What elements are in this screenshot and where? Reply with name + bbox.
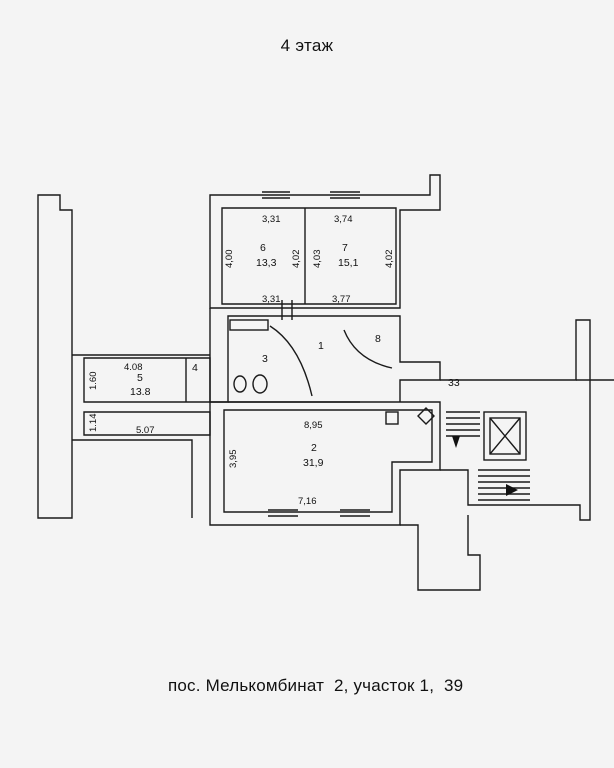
toilet xyxy=(233,375,247,393)
window-6 xyxy=(262,191,290,199)
wall-room-2 xyxy=(209,401,441,526)
room-2-area: 31,9 xyxy=(303,457,324,469)
room-6-dim-bottom: 3,31 xyxy=(262,294,281,305)
room-6-dim-right: 4,02 xyxy=(291,250,302,269)
room-5-dim-top: 4.08 xyxy=(124,362,143,373)
wall-left-outer xyxy=(37,194,73,519)
arrow-down-icon xyxy=(452,436,460,448)
room-5-number: 5 xyxy=(137,372,143,384)
wall-left-bottom xyxy=(72,439,193,518)
room-5-area: 13.8 xyxy=(130,386,151,398)
floor-title: 4 этаж xyxy=(280,36,334,55)
door-6-7 xyxy=(281,300,293,320)
room-1-number: 1 xyxy=(318,340,324,352)
room-3-number: 3 xyxy=(262,353,268,365)
elevator-cross xyxy=(489,417,521,455)
kitchen-stove xyxy=(385,411,399,425)
window-2b xyxy=(340,509,370,517)
room-2-dim-top: 8,95 xyxy=(304,420,323,431)
wall-right-block xyxy=(440,319,591,521)
window-2a xyxy=(268,509,298,517)
door-arc-8 xyxy=(343,329,393,369)
room-8-number: 8 xyxy=(375,333,381,345)
room-2-dim-bottom: 7,16 xyxy=(298,496,317,507)
room-6-dim-left: 4,00 xyxy=(224,250,235,269)
room-2-dim-left: 3,95 xyxy=(228,450,239,469)
wall-rooms-6-7-inner xyxy=(221,207,397,305)
room-7-dim-right: 4,02 xyxy=(384,250,395,269)
room-7-number: 7 xyxy=(342,242,348,254)
corridor-dim-length: 5.07 xyxy=(136,425,155,436)
room-5-dim-left: 1.60 xyxy=(88,372,99,391)
wall-lower-projection xyxy=(400,515,481,591)
room-7-dim-top: 3,74 xyxy=(334,214,353,225)
stairs-upper xyxy=(446,411,480,437)
room-6-number: 6 xyxy=(260,242,266,254)
sink xyxy=(252,374,268,394)
corridor-dim-height: 1.14 xyxy=(88,414,99,433)
kitchen-sink xyxy=(417,407,435,425)
door-arc-3 xyxy=(269,325,313,397)
room-4-number: 4 xyxy=(192,362,198,374)
elevator-shaft xyxy=(483,411,527,461)
address-caption: пос. Мелькомбинат 2, участок 1, 39 xyxy=(168,676,464,695)
wall-room-2-inner xyxy=(223,409,433,513)
room-2-number: 2 xyxy=(311,442,317,454)
room-6-area: 13,3 xyxy=(256,257,277,269)
stairs xyxy=(478,469,530,501)
bathtub xyxy=(229,319,269,331)
room-6-dim-top: 3,31 xyxy=(262,214,281,225)
room-7-dim-bottom: 3,77 xyxy=(332,294,351,305)
room-33-number: 33 xyxy=(448,377,460,389)
room-7-area: 15,1 xyxy=(338,257,359,269)
window-7 xyxy=(330,191,360,199)
room-7-dim-left: 4,03 xyxy=(312,250,323,269)
wall-rooms-6-7 xyxy=(209,174,441,309)
arrow-right-icon xyxy=(506,484,518,496)
